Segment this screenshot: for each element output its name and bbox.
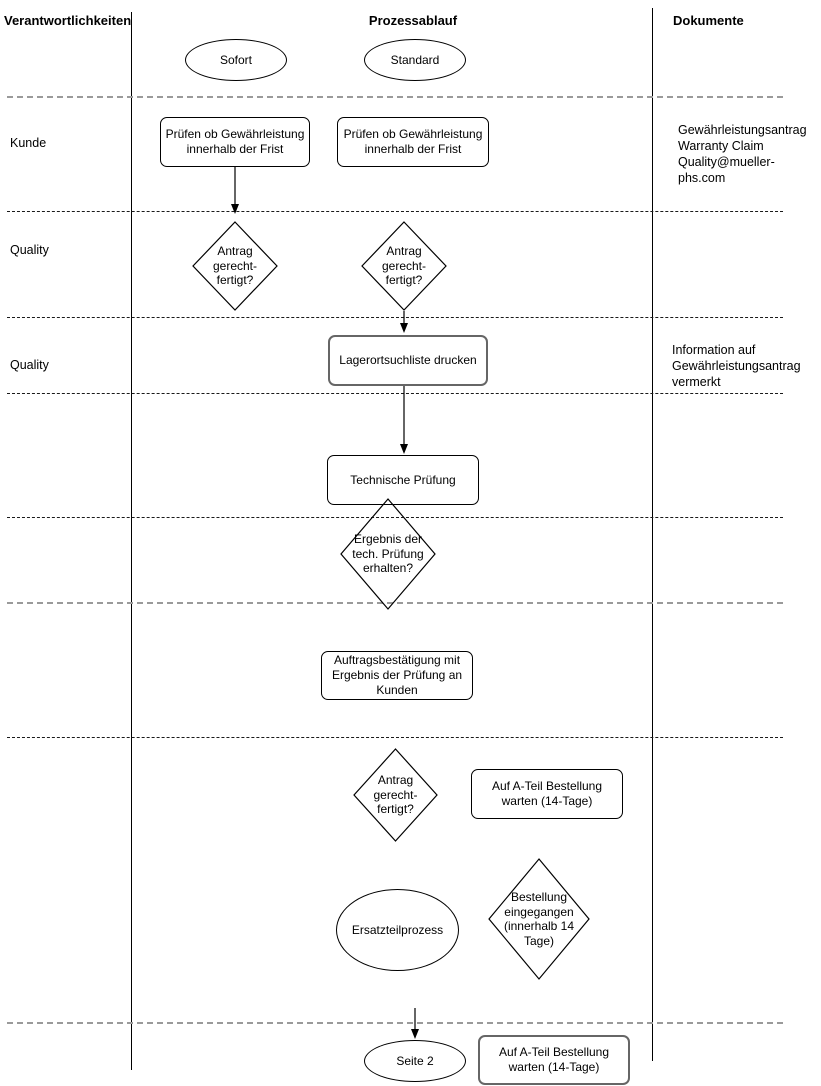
row-separator-5 [7,517,783,518]
process-box-wait-a-part-order-2[interactable]: Auf A-Teil Bestellung warten (14-Tage) [478,1035,630,1085]
flow-arrow-down [400,311,408,333]
process-box-order-confirmation[interactable]: Auftragsbestätigung mit Ergebnis der Prü… [321,651,473,700]
decision-justified-sofort[interactable]: Antrag gerecht- fertigt? [192,221,278,311]
node-label: Standard [390,52,440,67]
node-label: Technische Prüfung [350,472,456,487]
lane-divider-right [652,8,654,1061]
decision-result-received[interactable]: Ergebnis der tech. Prüfung erhalten? [340,498,436,610]
row-separator-8 [7,1022,783,1024]
process-box-technical-check[interactable]: Technische Prüfung [327,455,479,505]
lane-divider-left [131,12,133,1070]
decision-justified-standard[interactable]: Antrag gerecht- fertigt? [361,221,447,311]
node-label: Antrag gerecht- fertigt? [373,773,418,817]
node-spare-part-process[interactable]: Ersatzteilprozess [336,889,459,971]
node-label: Seite 2 [396,1053,434,1068]
row-separator-6 [7,602,783,604]
decision-order-received[interactable]: Bestellung eingegangen (innerhalb 14 Tag… [488,858,590,980]
lane-label-kunde: Kunde [10,136,47,150]
column-header-responsibilities: Verantwortlichkeiten [4,13,132,28]
node-label: Auf A-Teil Bestellung warten (14-Tage) [491,779,603,808]
process-box-check-warranty-sofort[interactable]: Prüfen ob Gewährleistung innerhalb der F… [160,117,310,167]
start-node-sofort[interactable]: Sofort [185,39,287,81]
start-node-standard[interactable]: Standard [364,39,466,81]
row-separator-7 [7,737,783,738]
node-label: Sofort [219,52,252,67]
decision-justified-final[interactable]: Antrag gerecht- fertigt? [353,748,438,842]
lane-label-quality-1: Quality [10,243,49,257]
row-separator-4 [7,393,783,394]
node-label: Bestellung eingegangen (innerhalb 14 Tag… [503,890,575,948]
row-separator-2 [7,211,783,212]
flow-arrow-down [400,386,408,454]
node-label: Auf A-Teil Bestellung warten (14-Tage) [498,1045,610,1074]
process-box-check-warranty-standard[interactable]: Prüfen ob Gewährleistung innerhalb der F… [337,117,489,167]
node-label: Prüfen ob Gewährleistung innerhalb der F… [343,127,483,156]
document-note-warranty-claim: Gewährleistungsantrag Warranty Claim Qua… [678,123,807,185]
column-header-process: Prozessablauf [368,13,458,28]
flow-arrow-down [231,167,239,214]
document-note-information: Information auf Gewährleistungsantrag ve… [672,343,801,389]
row-separator-1 [7,96,783,98]
node-label: Antrag gerecht- fertigt? [212,244,258,288]
node-label: Ergebnis der tech. Prüfung erhalten? [352,532,424,576]
end-node-page-2[interactable]: Seite 2 [364,1040,466,1082]
node-label: Lagerortsuchliste drucken [339,353,477,367]
process-box-wait-a-part-order[interactable]: Auf A-Teil Bestellung warten (14-Tage) [471,769,623,819]
lane-label-quality-2: Quality [10,358,49,372]
node-label: Ersatzteilprozess [351,922,444,937]
node-label: Auftragsbestätigung mit Ergebnis der Prü… [331,653,463,697]
node-label: Prüfen ob Gewährleistung innerhalb der F… [165,127,305,156]
process-box-print-storage-list[interactable]: Lagerortsuchliste drucken [328,335,488,386]
row-separator-3 [7,317,783,318]
flow-arrow-down [411,1008,419,1039]
column-header-documents: Dokumente [673,13,744,28]
node-label: Antrag gerecht- fertigt? [381,244,427,288]
